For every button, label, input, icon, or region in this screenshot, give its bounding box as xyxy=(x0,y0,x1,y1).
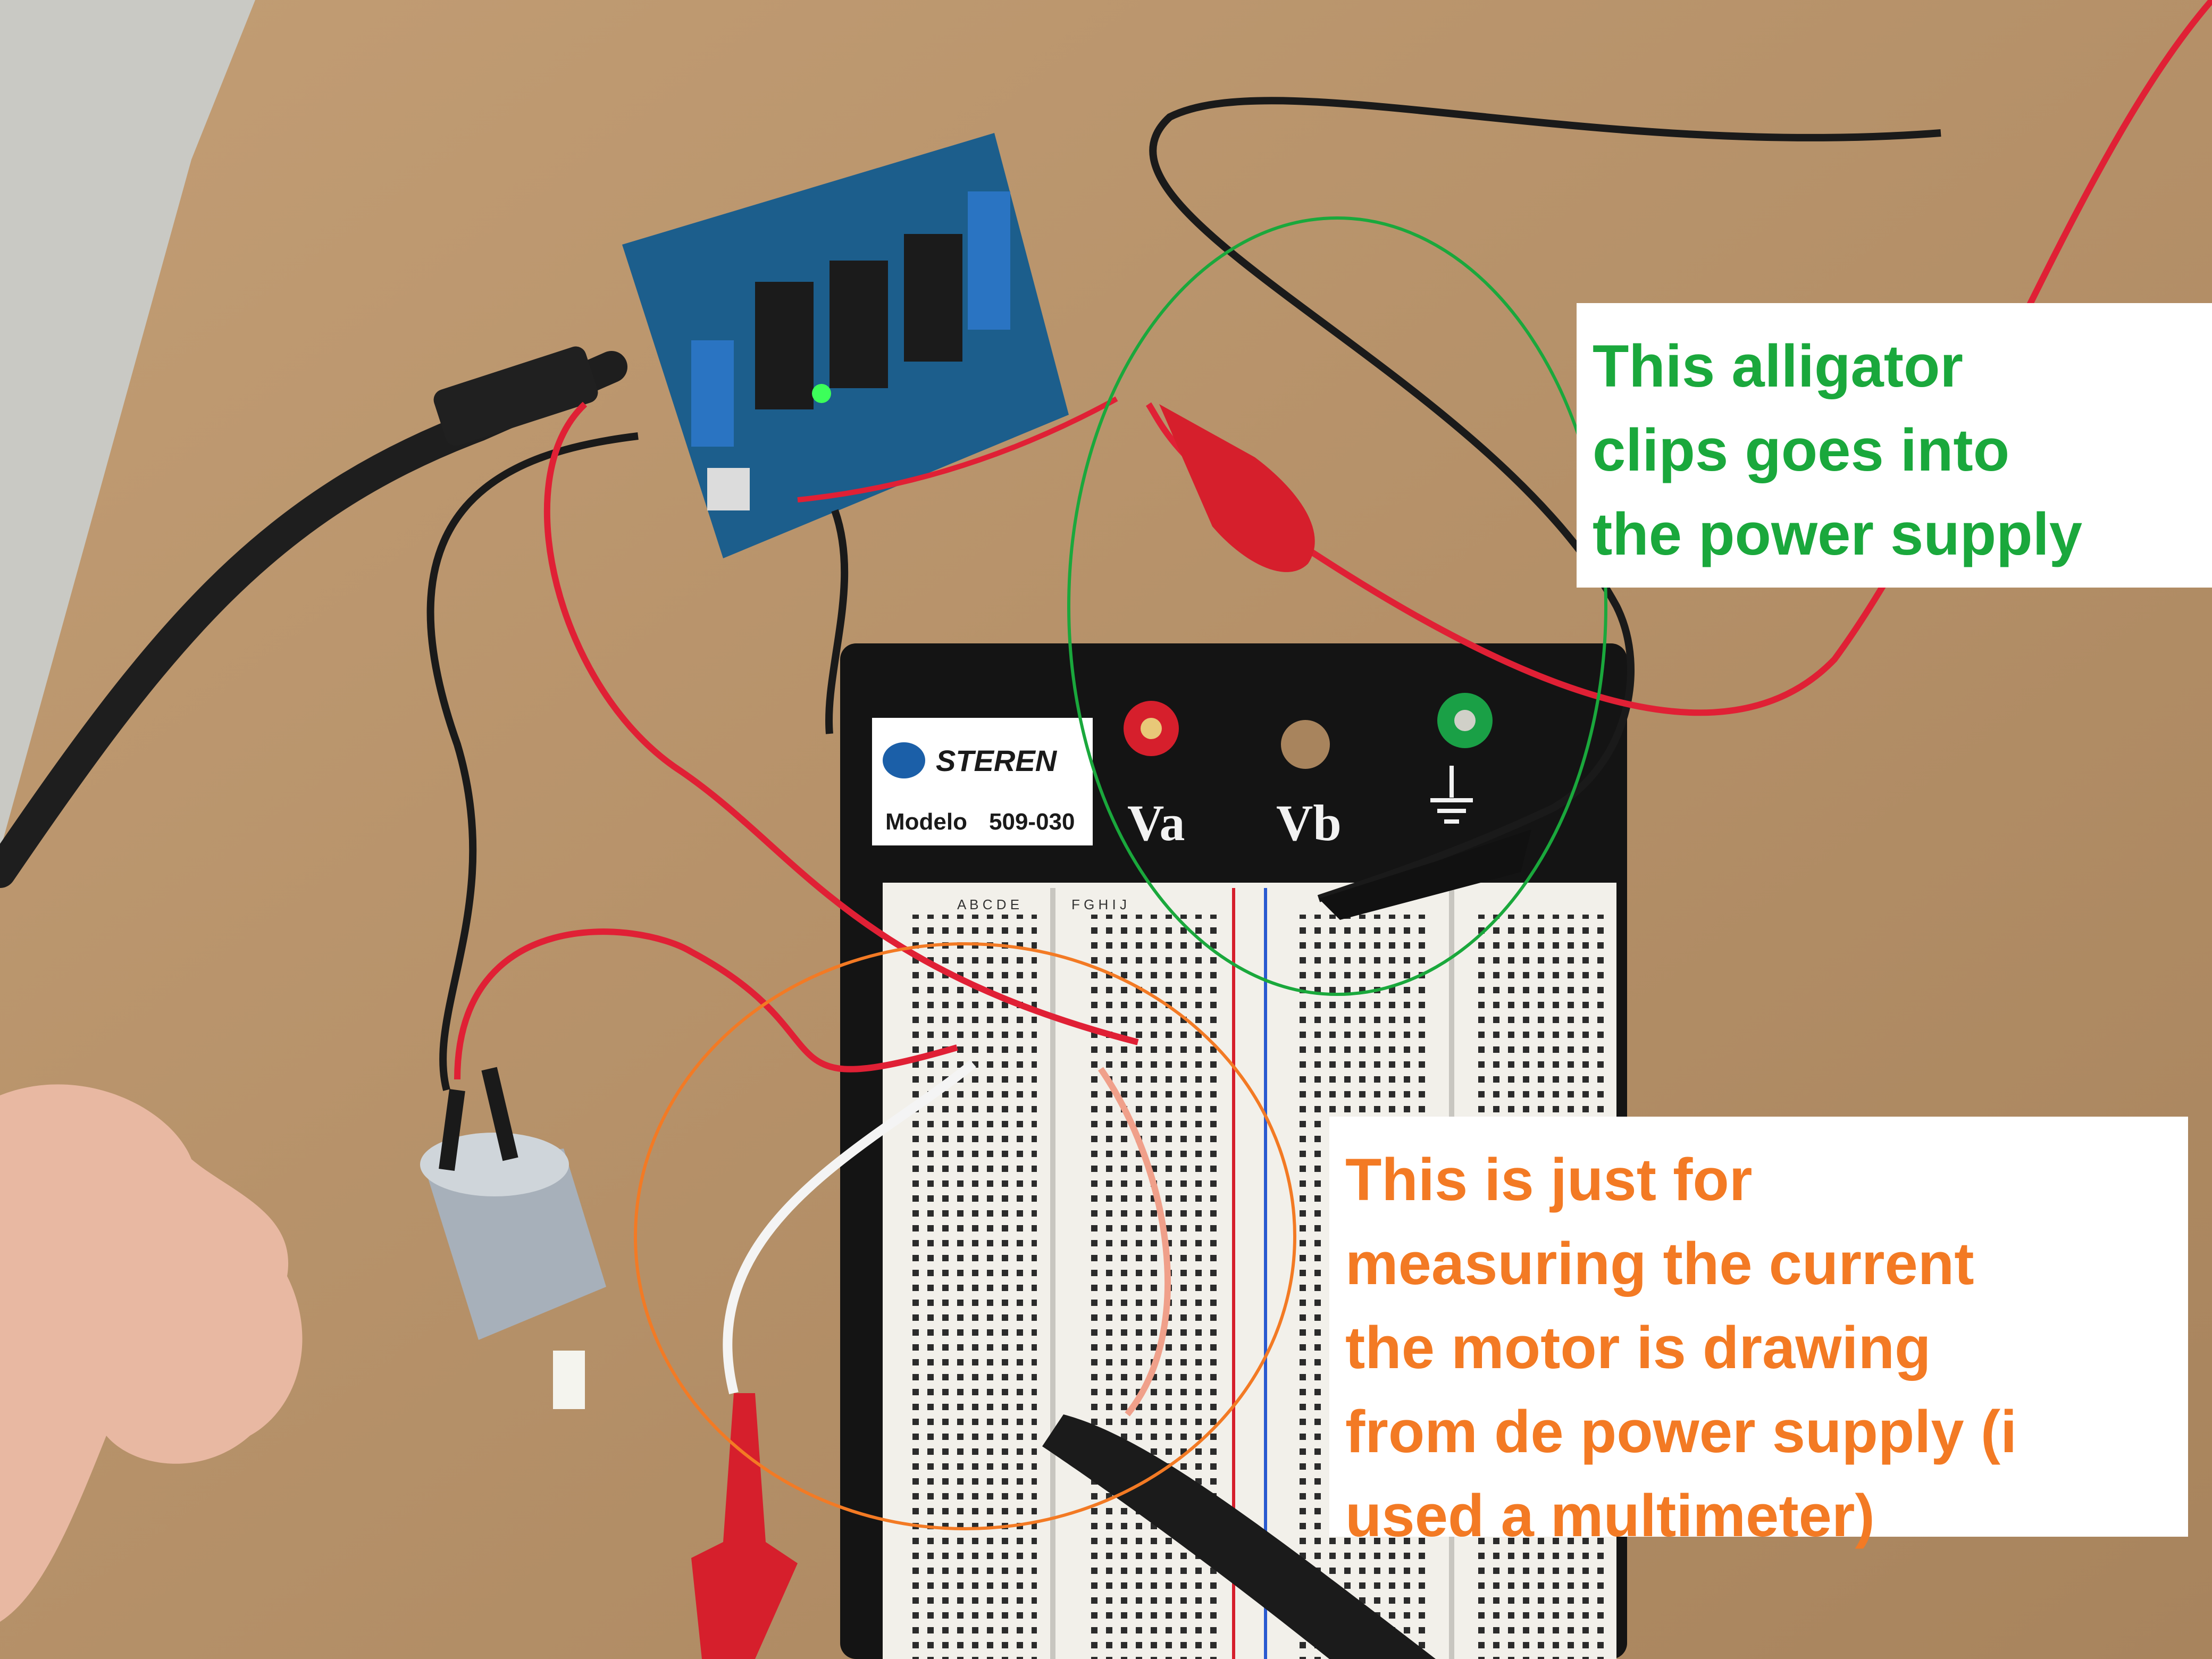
orange-annotation-circle xyxy=(634,942,1296,1530)
red-wire-shield-to-breadboard xyxy=(543,401,1139,1045)
usb-plug xyxy=(433,346,598,446)
red-multimeter-probe xyxy=(691,1393,798,1659)
ground-symbol-icon xyxy=(1430,766,1473,824)
black-wire-motor xyxy=(426,432,639,1091)
orange-annotation-line: This is just for xyxy=(1345,1146,1753,1213)
black-alligator-clip xyxy=(1319,830,1531,920)
terminal-a-label: Va xyxy=(1127,794,1185,851)
red-wire-shield-jumper xyxy=(797,396,1118,502)
dc-motor xyxy=(420,1067,606,1409)
black-multimeter-probe xyxy=(1042,1414,1436,1659)
red-wire-motor xyxy=(454,928,958,1080)
orange-annotation-callout: This is just for measuring the current t… xyxy=(1329,1117,2188,1549)
orange-annotation-line: from de power supply (i xyxy=(1345,1398,2017,1465)
white-probe-wire xyxy=(723,1060,976,1395)
pink-jumper-wire xyxy=(1098,1067,1171,1417)
green-annotation-line: the power supply xyxy=(1593,501,2082,567)
breadboard-column-letters-left: A B C D E xyxy=(957,896,1019,912)
breadboard-column-letters-right: F G H I J xyxy=(1071,896,1127,912)
breadboard-model-number: 509-030 xyxy=(989,809,1075,835)
hand xyxy=(0,1084,303,1622)
green-annotation-line: This alligator xyxy=(1593,333,1963,399)
breadboard-model-label: Modelo xyxy=(885,809,967,835)
motor-driver-shield xyxy=(622,133,1069,558)
orange-annotation-line: measuring the current xyxy=(1345,1230,1974,1297)
green-annotation-line: clips goes into xyxy=(1593,417,2010,483)
orange-annotation-line: used a multimeter) xyxy=(1345,1482,1875,1549)
usb-cable xyxy=(0,351,627,888)
terminal-b-label: Vb xyxy=(1276,794,1342,851)
terminal-b-hole xyxy=(1281,720,1330,769)
green-annotation-callout: This alligator clips goes into the power… xyxy=(1577,303,2212,588)
green-annotation-circle xyxy=(1067,216,1607,996)
black-wire-top xyxy=(1149,97,1941,902)
black-wire-shield-to-breadboard xyxy=(825,509,849,734)
red-alligator-clip xyxy=(1159,404,1315,572)
breadboard-brand: STEREN xyxy=(936,744,1058,777)
orange-annotation-line: the motor is drawing xyxy=(1345,1314,1931,1381)
